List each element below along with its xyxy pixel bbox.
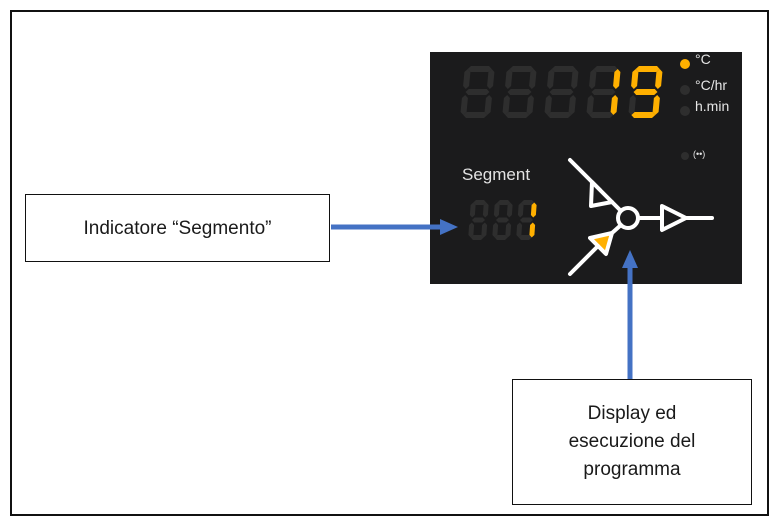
main-digit-3-segment-b <box>571 69 579 89</box>
segment-indicator-text: Indicatore “Segmento” <box>83 218 272 239</box>
main-digit-4-segment-g <box>591 89 616 95</box>
main-digit-2-segment-a <box>509 66 534 72</box>
program-display-line-1: Display ed <box>587 403 677 424</box>
segment-digit-1-segment-g <box>472 217 485 223</box>
segment-label: Segment <box>462 165 531 184</box>
main-digit-2-segment-b <box>529 69 537 89</box>
unit-led-c-hr <box>680 85 690 95</box>
segment-digit-1-segment-b <box>482 202 489 218</box>
main-digit-4-segment-f <box>589 69 597 89</box>
main-digit-5-segment-b <box>655 69 663 89</box>
program-display-callout: Display ed esecuzione del programma <box>512 379 752 505</box>
main-digit-1-segment-f <box>463 69 471 89</box>
segment-digit-3-segment-b <box>530 202 537 218</box>
main-digit-4-segment-a <box>593 66 618 72</box>
main-digit-4-segment-c <box>610 95 618 115</box>
main-digit-2-segment-f <box>505 69 513 89</box>
segment-digit-1-segment-e <box>468 222 475 238</box>
main-digit-3-segment-e <box>544 95 552 115</box>
main-digit-1-segment-g <box>465 89 490 95</box>
main-digit-4-segment-d <box>589 112 614 118</box>
main-digit-5-segment-f <box>631 69 639 89</box>
main-digit-5-segment-g <box>633 89 658 95</box>
main-digit-4-segment-b <box>613 69 621 89</box>
segment-digit-3-segment-a <box>521 200 535 205</box>
main-digit-3-segment-d <box>547 112 572 118</box>
main-digit-1-segment-d <box>463 112 488 118</box>
main-seven-segment-display <box>460 66 663 118</box>
signal-led <box>681 152 689 160</box>
segment-digit-2-segment-g <box>496 217 509 223</box>
main-digit-1-segment-c <box>484 95 492 115</box>
main-digit-5-segment-c <box>652 95 660 115</box>
main-digit-2-segment-c <box>526 95 534 115</box>
segment-digit-1-segment-f <box>469 202 476 218</box>
main-digit-3-segment-a <box>551 66 576 72</box>
program-input-triangle-top <box>589 180 614 208</box>
main-digit-3-segment-f <box>547 69 555 89</box>
segment-digit-2-segment-b <box>506 202 513 218</box>
signal-label: (••) <box>693 149 706 159</box>
segment-digit-1-segment-c <box>481 222 488 238</box>
main-digit-2-segment-g <box>507 89 532 95</box>
segment-indicator-callout: Indicatore “Segmento” <box>25 194 330 262</box>
segment-digit-2-segment-c <box>505 222 512 238</box>
program-display-line-3: programma <box>583 459 681 480</box>
program-display-line-2: esecuzione del <box>568 431 696 452</box>
segment-digit-2-segment-e <box>492 222 499 238</box>
unit-label-c-hr: °C/hr <box>695 77 728 93</box>
segment-digit-1-segment-d <box>470 235 484 240</box>
main-digit-3-segment-c <box>568 95 576 115</box>
segment-digit-3-segment-c <box>529 222 536 238</box>
main-digit-1-segment-a <box>467 66 492 72</box>
main-digit-2-segment-e <box>502 95 510 115</box>
segment-digit-2-segment-d <box>494 235 508 240</box>
segment-digit-2-segment-f <box>493 202 500 218</box>
segment-digit-3-segment-f <box>517 202 524 218</box>
main-digit-5-segment-e <box>628 95 636 115</box>
segment-digit-3-segment-d <box>518 235 532 240</box>
main-digit-5-segment-a <box>635 66 660 72</box>
program-output-triangle <box>660 204 688 232</box>
segment-digit-3-segment-e <box>516 222 523 238</box>
controller-display-panel: °C °C/hr h.min (••) Segment <box>430 51 742 284</box>
unit-led-c <box>680 59 690 69</box>
program-input-line-bottom <box>568 244 600 276</box>
main-digit-1-segment-e <box>460 95 468 115</box>
main-digit-1-segment-b <box>487 69 495 89</box>
segment-digit-3-segment-g <box>520 217 533 223</box>
main-digit-3-segment-g <box>549 89 574 95</box>
main-digit-4-segment-e <box>586 95 594 115</box>
segment-digit-2-segment-a <box>497 200 511 205</box>
main-digit-5-segment-d <box>631 112 656 118</box>
display-graphics <box>460 59 714 276</box>
main-digit-2-segment-d <box>505 112 530 118</box>
unit-label-c: °C <box>695 51 711 67</box>
segment-seven-segment-display <box>468 200 537 240</box>
program-link-bottom <box>610 223 623 235</box>
segment-digit-1-segment-a <box>473 200 487 205</box>
unit-led-h-min <box>680 106 690 116</box>
program-run-symbol <box>568 158 714 276</box>
unit-label-h-min: h.min <box>695 98 730 114</box>
